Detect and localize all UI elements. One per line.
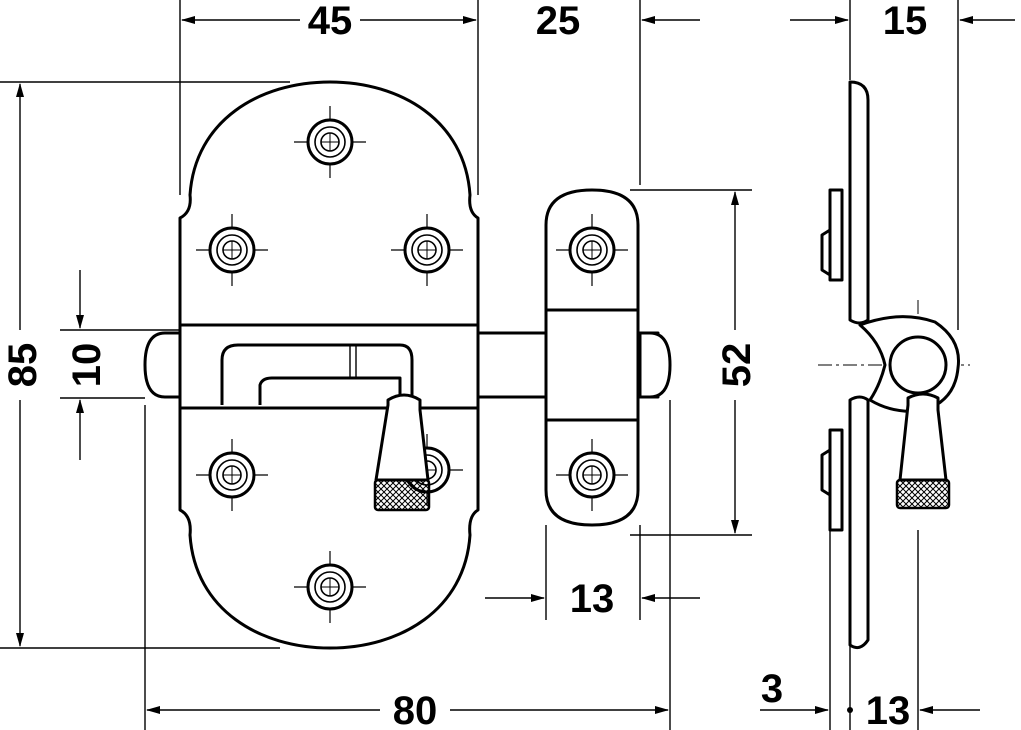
dim-keeper-width: 13	[570, 577, 615, 621]
bolt-left-end	[143, 331, 182, 399]
dim-plate-height: 85	[1, 343, 45, 388]
bolt-right-end	[638, 331, 672, 399]
dim-bolt-diameter: 10	[65, 343, 109, 388]
handle-lever	[258, 376, 402, 405]
dim-bolt-projection: 25	[536, 0, 581, 43]
knurled-grip	[373, 478, 431, 512]
side-view	[818, 80, 970, 650]
dim-plate-width: 45	[308, 0, 353, 43]
extension-lines	[0, 0, 959, 730]
dim-plate-thickness: 3	[761, 667, 783, 711]
dimension-lines	[16, 16, 1015, 714]
handle-knob	[374, 393, 430, 482]
dim-keeper-height: 52	[715, 343, 759, 388]
dim-overall-length: 80	[393, 689, 438, 730]
dim-side-offset: 13	[866, 689, 911, 730]
dim-side-depth: 15	[883, 0, 928, 43]
